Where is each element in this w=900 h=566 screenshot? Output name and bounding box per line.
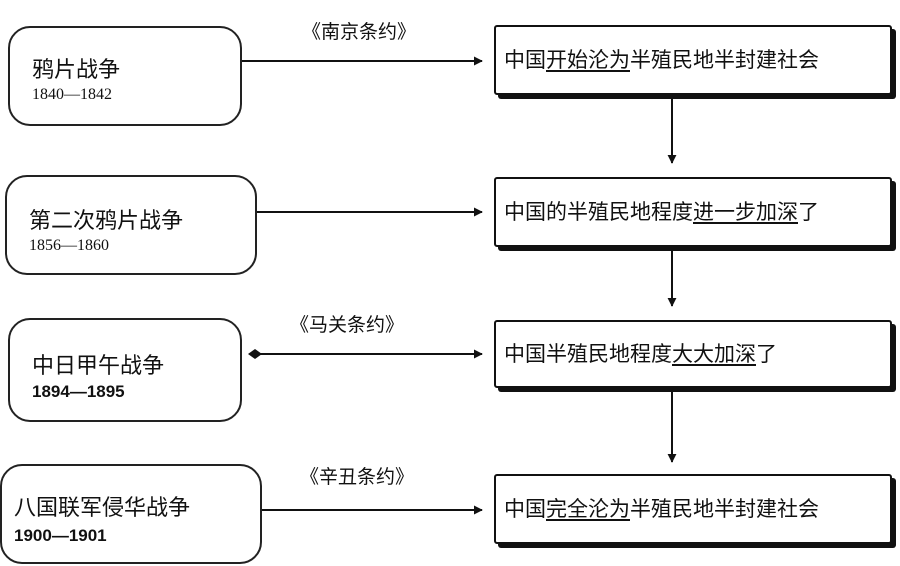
war-name: 第二次鸦片战争 [29, 209, 184, 234]
treaty-xinchou: 《辛丑条约》 [300, 466, 415, 488]
war-box-opium-war-2: 第二次鸦片战争 1856—1860 [5, 175, 257, 275]
war-years: 1840—1842 [32, 86, 112, 103]
result-box-2: 中国的半殖民地程度进一步加深了 [494, 177, 892, 247]
war-years: 1900—1901 [14, 526, 107, 545]
result-box-1: 中国开始沦为半殖民地半封建社会 [494, 25, 892, 95]
result-text-post: 半殖民地半封建社会 [630, 496, 819, 521]
result-text-emphasis: 大大加深 [672, 341, 756, 366]
war-name: 中日甲午战争 [32, 354, 165, 379]
war-name: 鸦片战争 [32, 58, 121, 83]
result-box-4: 中国完全沦为半殖民地半封建社会 [494, 474, 892, 544]
result-text-pre: 中国半殖民地程度 [504, 341, 672, 366]
war-years: 1894—1895 [32, 382, 125, 401]
result-text-post: 了 [756, 341, 777, 366]
result-text-emphasis: 进一步加深 [693, 199, 798, 224]
result-text-post: 半殖民地半封建社会 [630, 47, 819, 72]
war-box-opium-war-1: 鸦片战争 1840—1842 [8, 26, 242, 126]
result-text-pre: 中国 [504, 47, 546, 72]
result-text-pre: 中国的半殖民地程度 [504, 199, 693, 224]
result-text-post: 了 [798, 199, 819, 224]
result-text-emphasis: 开始沦为 [546, 47, 630, 72]
treaty-maguan: 《马关条约》 [290, 314, 405, 336]
war-box-eight-nation-alliance: 八国联军侵华战争 1900—1901 [0, 464, 262, 564]
war-name: 八国联军侵华战争 [14, 496, 191, 521]
result-text-emphasis: 完全沦为 [546, 496, 630, 521]
war-box-sino-japanese-war: 中日甲午战争 1894—1895 [8, 318, 242, 422]
war-years: 1856—1860 [29, 237, 109, 254]
result-box-3: 中国半殖民地程度大大加深了 [494, 320, 892, 388]
result-text-pre: 中国 [504, 496, 546, 521]
treaty-nanjing: 《南京条约》 [302, 21, 417, 43]
